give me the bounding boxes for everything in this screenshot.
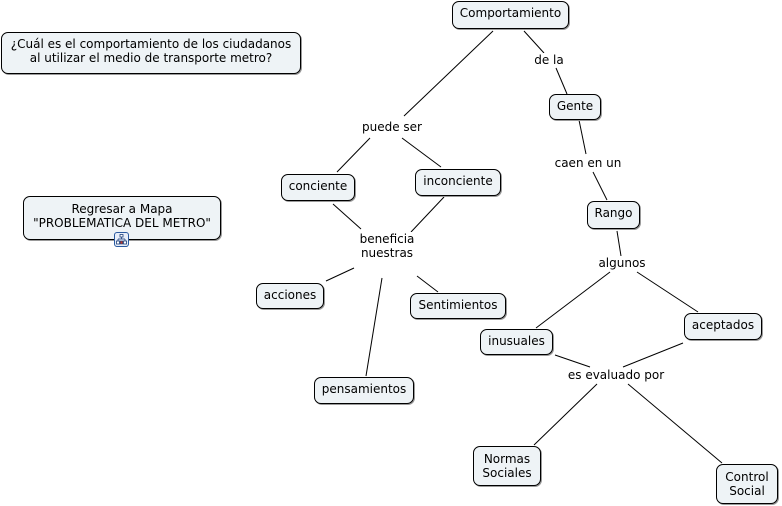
link-beneficia-sentimientos	[416, 275, 439, 293]
link-phrase-es-evaluado-por: es evaluado por	[564, 368, 668, 382]
concept-rango[interactable]: Rango	[587, 201, 640, 229]
concept-label: inusuales	[488, 334, 545, 348]
link-puede-ser-inconciente	[401, 137, 442, 168]
link-es-evaluado-control	[627, 383, 723, 464]
link-conciente-beneficia	[332, 203, 362, 230]
concept-acciones[interactable]: acciones	[256, 283, 324, 309]
concept-label-line-2: Social	[729, 484, 765, 498]
link-beneficia-pensamientos	[365, 277, 383, 377]
link-aceptados-es-evaluado	[622, 342, 684, 368]
concept-conciente[interactable]: conciente	[281, 174, 355, 201]
concept-normas-sociales[interactable]: Normas Sociales	[473, 446, 541, 486]
link-comportamiento-puede-ser	[403, 30, 494, 117]
concept-sentimientos[interactable]: Sentimientos	[410, 293, 506, 319]
link-phrase-de-la: de la	[530, 53, 568, 67]
link-phrase-puede-ser: puede ser	[358, 120, 426, 134]
link-caen-en-un-rango	[592, 171, 608, 201]
focus-question: ¿Cuál es el comportamiento de los ciudad…	[1, 32, 301, 74]
concept-control-social[interactable]: Control Social	[716, 464, 778, 504]
back-link-line-1: Regresar a Mapa	[71, 202, 173, 216]
concept-label-line-2: Sociales	[482, 466, 532, 480]
concept-label: Comportamiento	[459, 6, 562, 20]
link-inusuales-es-evaluado	[554, 354, 591, 368]
concept-label: inconciente	[423, 174, 493, 188]
focus-question-line-1: ¿Cuál es el comportamiento de los ciudad…	[10, 37, 292, 51]
link-algunos-inusuales	[535, 271, 611, 329]
link-beneficia-acciones	[325, 267, 355, 282]
concept-comportamiento[interactable]: Comportamiento	[452, 1, 569, 29]
concept-label: Gente	[556, 99, 594, 113]
back-link-line-2: "PROBLEMATICA DEL METRO"	[33, 216, 211, 230]
link-algunos-aceptados	[636, 271, 699, 313]
concept-label-line-1: Control	[725, 470, 769, 484]
link-phrase-caen-en-un: caen en un	[552, 156, 624, 170]
link-comportamiento-de-la	[523, 30, 545, 54]
concept-map-link-icon[interactable]	[114, 232, 129, 247]
link-phrase-beneficia-nuestras: beneficia nuestras	[354, 232, 420, 260]
link-phrase-line-2: nuestras	[360, 246, 414, 260]
concept-label: aceptados	[691, 318, 755, 332]
concept-label: Sentimientos	[418, 298, 498, 312]
concept-inusuales[interactable]: inusuales	[480, 329, 553, 355]
link-de-la-gente	[555, 67, 568, 95]
concept-label: conciente	[288, 179, 348, 193]
link-rango-algunos	[616, 230, 622, 257]
concept-aceptados[interactable]: aceptados	[684, 313, 762, 340]
link-phrase-algunos: algunos	[594, 256, 650, 270]
concept-inconciente[interactable]: inconciente	[415, 169, 501, 196]
concept-pensamientos[interactable]: pensamientos	[314, 377, 414, 404]
link-gente-caen-en-un	[578, 119, 587, 155]
concept-label: pensamientos	[321, 382, 407, 396]
link-es-evaluado-normas	[533, 383, 598, 446]
concept-gente[interactable]: Gente	[549, 94, 601, 120]
link-phrase-line-1: beneficia	[359, 232, 415, 246]
focus-question-line-2: al utilizar el medio de transporte metro…	[29, 51, 273, 65]
link-puede-ser-conciente	[336, 137, 371, 173]
concept-label: Rango	[594, 206, 633, 220]
concept-label-line-1: Normas	[483, 452, 531, 466]
link-inconciente-beneficia	[410, 196, 445, 233]
concept-label: acciones	[263, 288, 317, 302]
